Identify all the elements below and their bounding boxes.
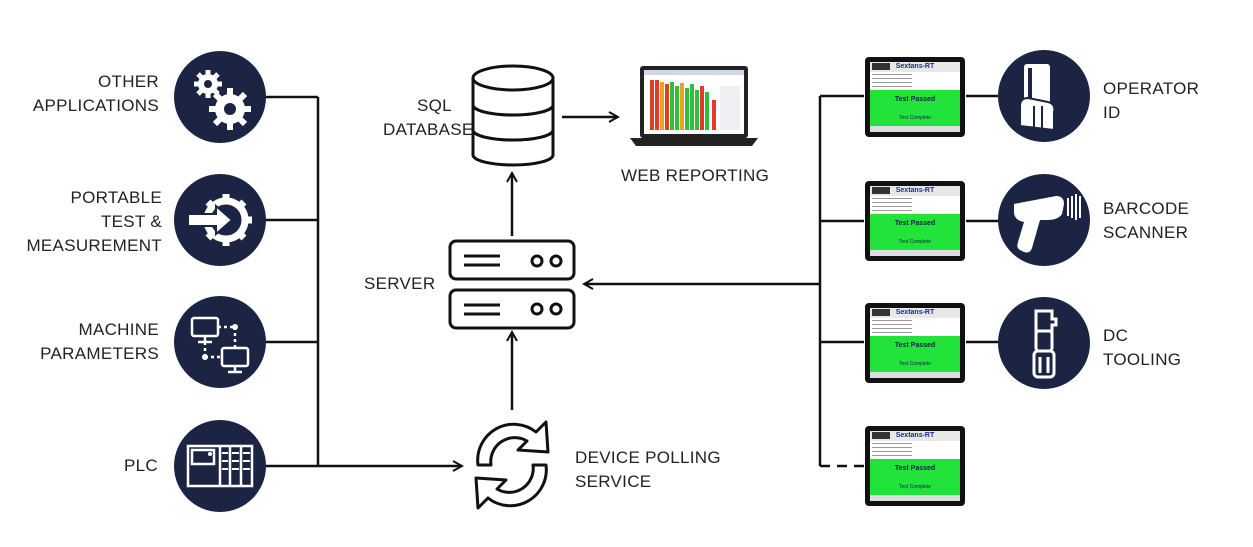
tablet-title: Sextans-RT xyxy=(870,308,960,318)
tablet-title: Sextans-RT xyxy=(870,62,960,72)
other-applications-circle xyxy=(174,51,266,143)
connected-monitors-icon xyxy=(190,316,250,374)
tablet-screen-3: Sextans-RT Test Passed Test Complete xyxy=(865,303,965,383)
sync-arrows-icon xyxy=(474,420,550,510)
tablet-substatus: Test Complete xyxy=(870,356,960,372)
plc-label: PLC xyxy=(124,456,158,475)
dc-tooling-circle xyxy=(998,297,1090,389)
tablet-substatus: Test Complete xyxy=(870,234,960,250)
machine-parameters-circle xyxy=(174,296,266,388)
server-label: SERVER xyxy=(364,274,436,293)
laptop-icon xyxy=(630,66,758,146)
dc-tool-icon xyxy=(1032,309,1058,379)
tablet-title: Sextans-RT xyxy=(870,186,960,196)
tablet-screen-4: Sextans-RT Test Passed Test Complete xyxy=(865,426,965,506)
operator-id-circle xyxy=(998,50,1090,142)
barcode-scanner-circle xyxy=(998,174,1090,266)
tablet-status: Test Passed xyxy=(870,336,960,356)
portable-test-circle xyxy=(174,174,266,266)
tablet-title: Sextans-RT xyxy=(870,431,960,441)
tablet-screen-2: Sextans-RT Test Passed Test Complete xyxy=(865,181,965,261)
web-reporting-label: WEB REPORTING xyxy=(621,166,770,185)
barcode-scanner-icon xyxy=(1014,194,1081,253)
tablet-screen-1: Sextans-RT Test Passed Test Complete xyxy=(865,57,965,137)
server-icon xyxy=(448,239,576,330)
plc-rack-icon xyxy=(186,444,254,488)
gears-icon xyxy=(194,70,251,130)
id-card-hand-icon xyxy=(1019,64,1056,132)
tablet-status: Test Passed xyxy=(870,459,960,479)
tablet-substatus: Test Complete xyxy=(870,479,960,495)
plc-circle xyxy=(174,420,266,512)
arrow-gear-icon xyxy=(187,194,252,246)
tablet-status: Test Passed xyxy=(870,214,960,234)
database-icon xyxy=(471,64,555,167)
tablet-substatus: Test Complete xyxy=(870,110,960,126)
tablet-status: Test Passed xyxy=(870,90,960,110)
